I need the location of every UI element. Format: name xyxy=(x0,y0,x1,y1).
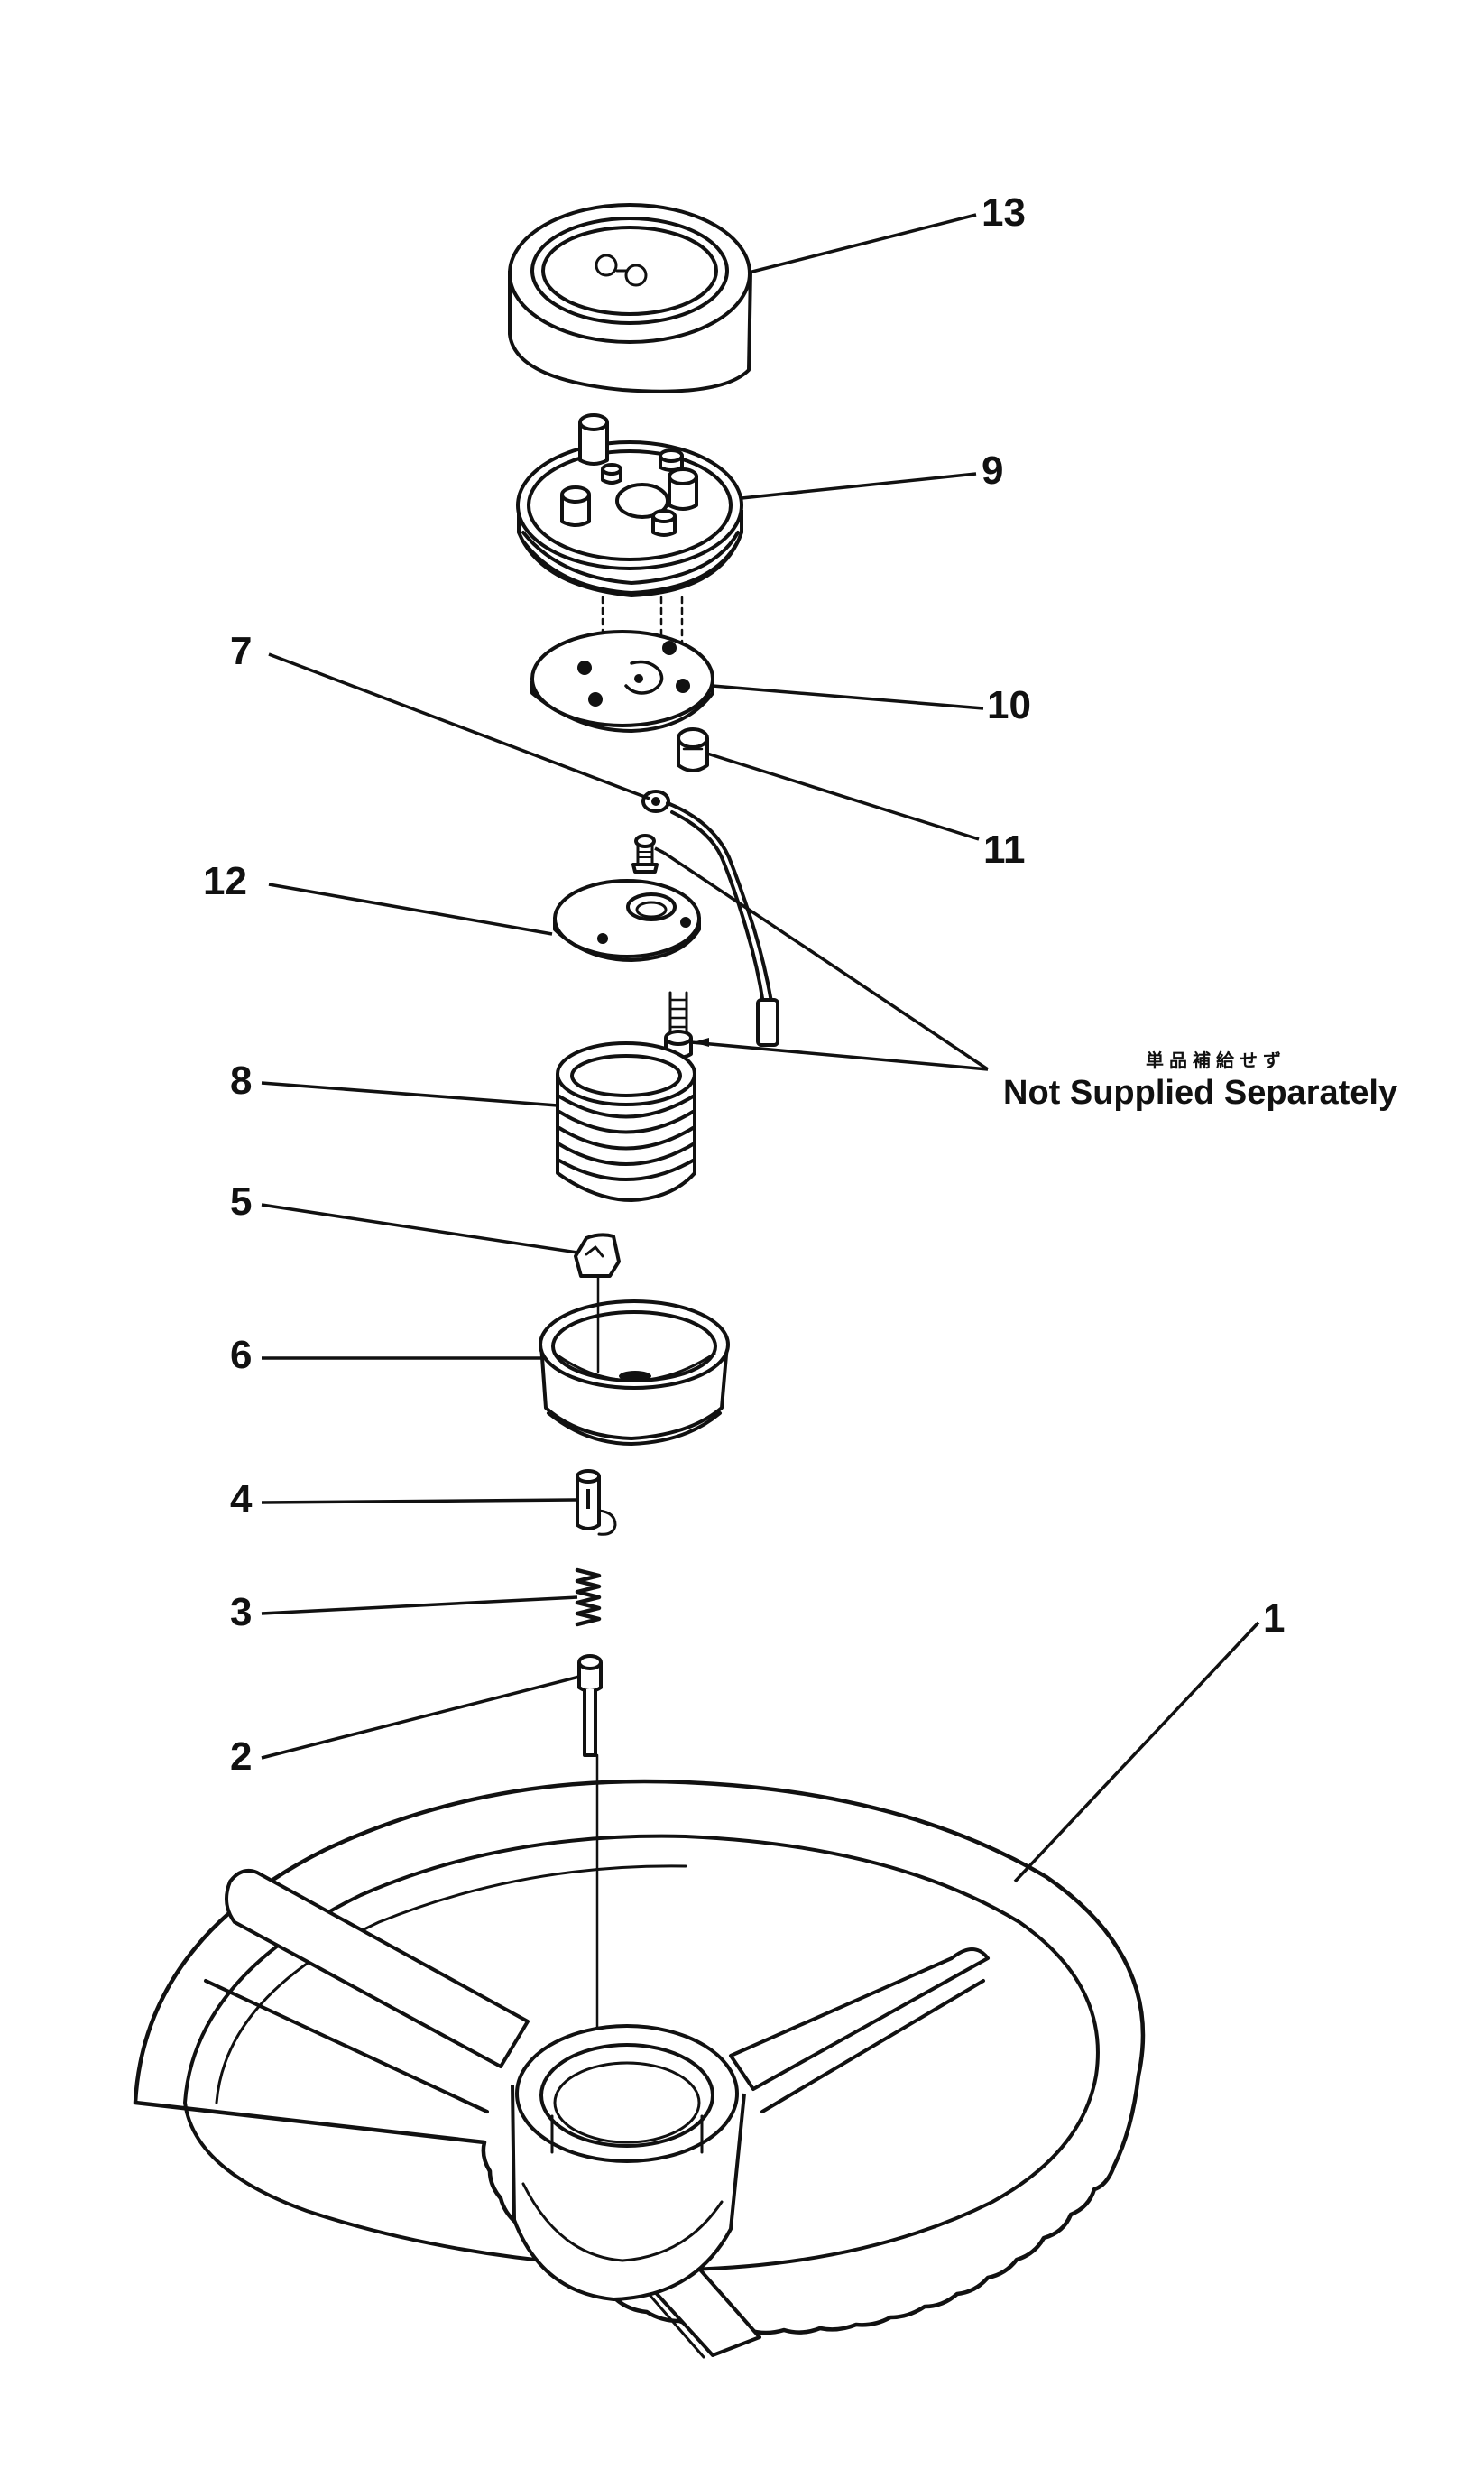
centering-plate-part xyxy=(553,879,701,962)
pin-part xyxy=(576,1469,617,1536)
contact-plate-part xyxy=(530,630,714,733)
steering-wheel-part xyxy=(133,1779,1146,2359)
callout-13: 13 xyxy=(982,190,1026,235)
spring-part xyxy=(575,1567,602,1627)
callout-1: 1 xyxy=(1263,1596,1286,1641)
callout-11: 11 xyxy=(983,828,1026,872)
note-not-supplied: Not Supplied Separately xyxy=(1003,1074,1398,1112)
callout-9: 9 xyxy=(982,448,1004,493)
long-screw-part xyxy=(664,991,693,1059)
wire-harness-part xyxy=(641,790,779,1047)
callout-2: 2 xyxy=(230,1734,253,1779)
hub-cover-part xyxy=(516,413,743,597)
callout-6: 6 xyxy=(230,1333,253,1377)
logo-icon xyxy=(595,254,648,287)
cam-part xyxy=(574,1233,621,1278)
nut-part xyxy=(677,727,709,772)
callout-5: 5 xyxy=(230,1179,253,1224)
small-screw-part xyxy=(631,834,659,874)
rod-part xyxy=(577,1654,603,1757)
callout-7: 7 xyxy=(230,629,253,673)
callout-3: 3 xyxy=(230,1590,253,1634)
callout-8: 8 xyxy=(230,1059,253,1103)
callout-10: 10 xyxy=(987,683,1031,727)
note-japanese: 単品補給せず xyxy=(1146,1050,1286,1071)
cup-part xyxy=(539,1299,730,1446)
callout-12: 12 xyxy=(203,859,247,903)
horn-cap-part xyxy=(508,203,752,393)
callout-4: 4 xyxy=(230,1477,253,1521)
threaded-ring-part xyxy=(556,1041,696,1202)
